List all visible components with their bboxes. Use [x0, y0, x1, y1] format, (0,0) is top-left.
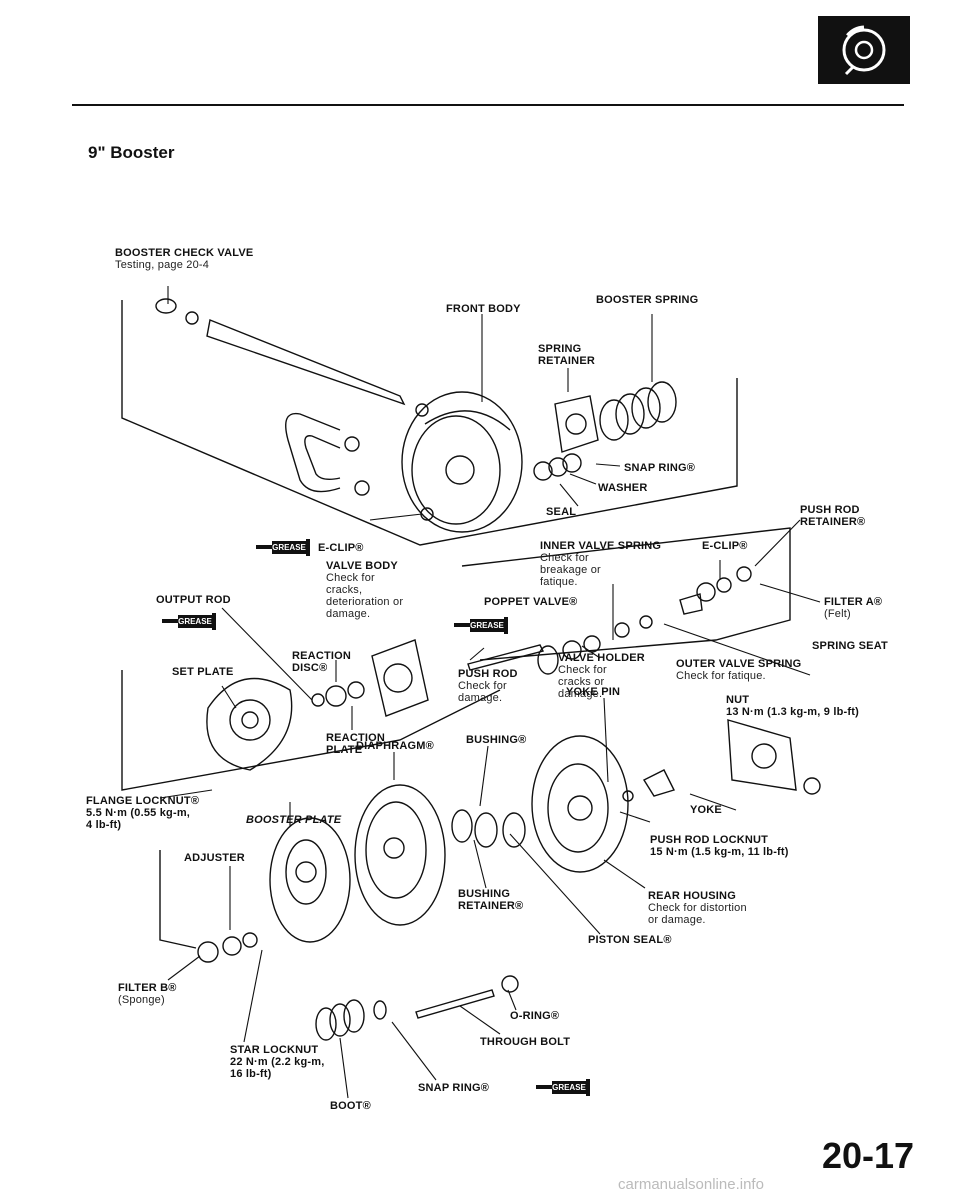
- set-plate-label: SET PLATE: [172, 666, 234, 678]
- seal-label: SEAL: [546, 506, 577, 518]
- diaphragm-part: [354, 784, 446, 926]
- bushing-retainer-label: BUSHING RETAINER®: [458, 888, 524, 912]
- booster-spring-label: BOOSTER SPRING: [596, 294, 699, 306]
- spring-seat-label: SPRING SEAT: [812, 640, 888, 652]
- page-number: 20-17: [822, 1135, 915, 1176]
- brake-disc-icon: [818, 16, 910, 84]
- snap-ring-label-1: SNAP RING®: [624, 462, 696, 474]
- rear-housing-part: [531, 735, 629, 873]
- boot-label: BOOT®: [330, 1100, 371, 1112]
- bushing-label: BUSHING®: [466, 734, 527, 746]
- reaction-disc-part: [311, 681, 365, 707]
- piston-seal-label: PISTON SEAL®: [588, 934, 672, 946]
- valve-body-label: VALVE BODY Check for cracks, deteriorati…: [326, 560, 404, 620]
- through-bolt-label: THROUGH BOLT: [480, 1036, 571, 1048]
- push-rod-locknut-label: PUSH ROD LOCKNUT 15 N·m (1.5 kg-m, 11 lb…: [650, 834, 789, 858]
- lower-panel-outline: [159, 850, 197, 949]
- yoke-label: YOKE: [690, 804, 722, 816]
- grease-icon: GREASE: [256, 538, 314, 558]
- booster-plate-part: [269, 817, 351, 943]
- rear-housing-label: REAR HOUSING Check for distortion or dam…: [648, 890, 747, 926]
- poppet-valve-label: POPPET VALVE®: [484, 596, 578, 608]
- filter-a-label: FILTER A® (Felt): [824, 596, 883, 620]
- flange-locknut-label: FLANGE LOCKNUT® 5.5 N·m (0.55 kg-m, 4 lb…: [86, 795, 200, 831]
- front-body-label: FRONT BODY: [446, 303, 521, 315]
- reaction-disc-label: REACTION DISC®: [292, 650, 352, 674]
- output-rod-label: OUTPUT ROD: [156, 594, 231, 606]
- diaphragm-label: DIAPHRAGM®: [356, 740, 434, 752]
- o-ring-label: O-RING®: [510, 1010, 560, 1022]
- upper-panel-outline: [121, 300, 738, 546]
- snap-ring-label-2: SNAP RING®: [418, 1082, 490, 1094]
- outer-valve-spring-label: OUTER VALVE SPRING Check for fatique.: [676, 658, 802, 682]
- filter-b-label: FILTER B® (Sponge): [118, 982, 177, 1006]
- header-rule: [72, 104, 904, 106]
- inner-valve-spring-label: INNER VALVE SPRING Check for breakage or…: [540, 540, 662, 588]
- push-rod-label: PUSH ROD Check for damage.: [458, 668, 518, 704]
- star-locknut-label: STAR LOCKNUT 22 N·m (2.2 kg-m, 16 lb-ft): [230, 1044, 325, 1080]
- valve-body-part: [371, 639, 429, 717]
- adjuster-label: ADJUSTER: [184, 852, 245, 864]
- washer-label: WASHER: [598, 482, 648, 494]
- grease-icon: GREASE: [536, 1078, 594, 1098]
- poppet-valve-part: [537, 615, 653, 675]
- booster-plate-label: BOOSTER PLATE: [246, 814, 342, 826]
- front-body-part: [401, 391, 523, 533]
- nut-label: NUT 13 N·m (1.3 kg-m, 9 lb-ft): [726, 694, 859, 718]
- booster-check-valve-label: BOOSTER CHECK VALVE Testing, page 20-4: [115, 247, 254, 271]
- check-valve-part: [155, 298, 429, 417]
- spring-retainer-label: SPRING RETAINER: [538, 343, 596, 367]
- filter-a-part: [679, 566, 752, 615]
- grease-icon: GREASE: [162, 612, 220, 632]
- push-rod-part: [467, 644, 545, 671]
- boot-part: [315, 999, 387, 1041]
- reaction-plate-label: REACTION PLATE: [326, 732, 386, 756]
- spring-retainer-part: [554, 395, 599, 453]
- yoke-pin-label: YOKE PIN: [566, 686, 621, 698]
- vacuum-hose-part: [285, 412, 370, 496]
- e-clip-label-right: E-CLIP®: [702, 540, 748, 552]
- grease-icon: GREASE: [454, 616, 512, 636]
- through-bolt-part: [415, 975, 519, 1019]
- valve-holder-label: VALVE HOLDER Check for cracks or damage.: [558, 652, 645, 700]
- e-clip-label-left: E-CLIP®: [318, 542, 364, 554]
- booster-spring-part: [599, 381, 677, 441]
- middle-panel-outline: [121, 670, 501, 791]
- valve-panel-outline: [461, 527, 791, 661]
- adjuster-filter-b-parts: [197, 932, 258, 963]
- watermark-text: carmanualsonline.info: [618, 1176, 764, 1193]
- nut-yoke-parts: [622, 719, 821, 802]
- bushing-retainer-part: [451, 809, 526, 848]
- set-plate-part: [206, 677, 293, 771]
- push-rod-retainer-label: PUSH ROD RETAINER®: [800, 504, 866, 528]
- page-title: 9" Booster: [88, 143, 175, 162]
